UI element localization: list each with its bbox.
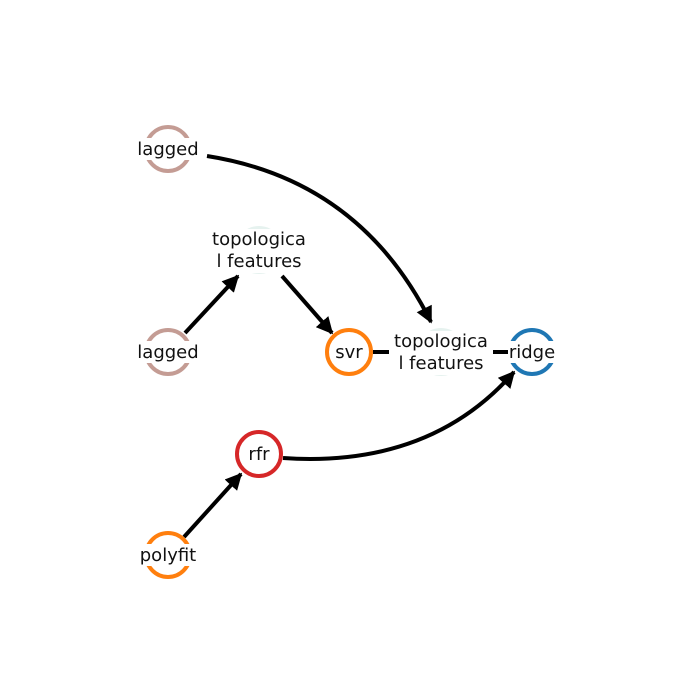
node-svr: svr bbox=[325, 328, 373, 376]
edge-rfr-to-ridge bbox=[282, 370, 516, 461]
node-topological-features-right: topologica l features bbox=[389, 328, 493, 376]
label-backdrop bbox=[389, 331, 493, 375]
node-polyfit: polyfit bbox=[138, 531, 200, 579]
label-backdrop bbox=[136, 341, 202, 363]
edge-lagged-to-topological-features-right bbox=[206, 154, 433, 324]
node-label: rfr bbox=[248, 444, 270, 465]
node-topological-features-left: topologica l features bbox=[207, 226, 311, 274]
node-label: lagged bbox=[137, 139, 198, 160]
node-label-line-1: topologica bbox=[394, 331, 488, 352]
label-backdrop bbox=[246, 443, 272, 465]
node-label-line-2: l features bbox=[216, 251, 301, 272]
label-backdrop bbox=[207, 229, 311, 273]
node-label-line-1: topologica bbox=[212, 229, 306, 250]
label-backdrop bbox=[333, 341, 365, 363]
edges bbox=[182, 154, 516, 539]
edge-lagged-to-topological-features-left bbox=[183, 274, 240, 335]
node-label: lagged bbox=[137, 342, 198, 363]
node-label: polyfit bbox=[140, 545, 197, 566]
node-label: svr bbox=[335, 342, 363, 363]
label-backdrop bbox=[136, 138, 202, 160]
label-backdrop bbox=[508, 341, 558, 363]
node-ridge: ridge bbox=[508, 328, 558, 376]
node-rfr: rfr bbox=[235, 430, 283, 478]
node-lagged-middle: lagged bbox=[136, 328, 202, 376]
node-label-line-2: l features bbox=[398, 353, 483, 374]
edge-topological-features-to-svr bbox=[280, 274, 334, 335]
node-label: ridge bbox=[509, 342, 555, 363]
node-lagged-top: lagged bbox=[136, 125, 202, 173]
label-backdrop bbox=[138, 544, 200, 566]
edge-polyfit-to-rfr bbox=[182, 472, 243, 539]
